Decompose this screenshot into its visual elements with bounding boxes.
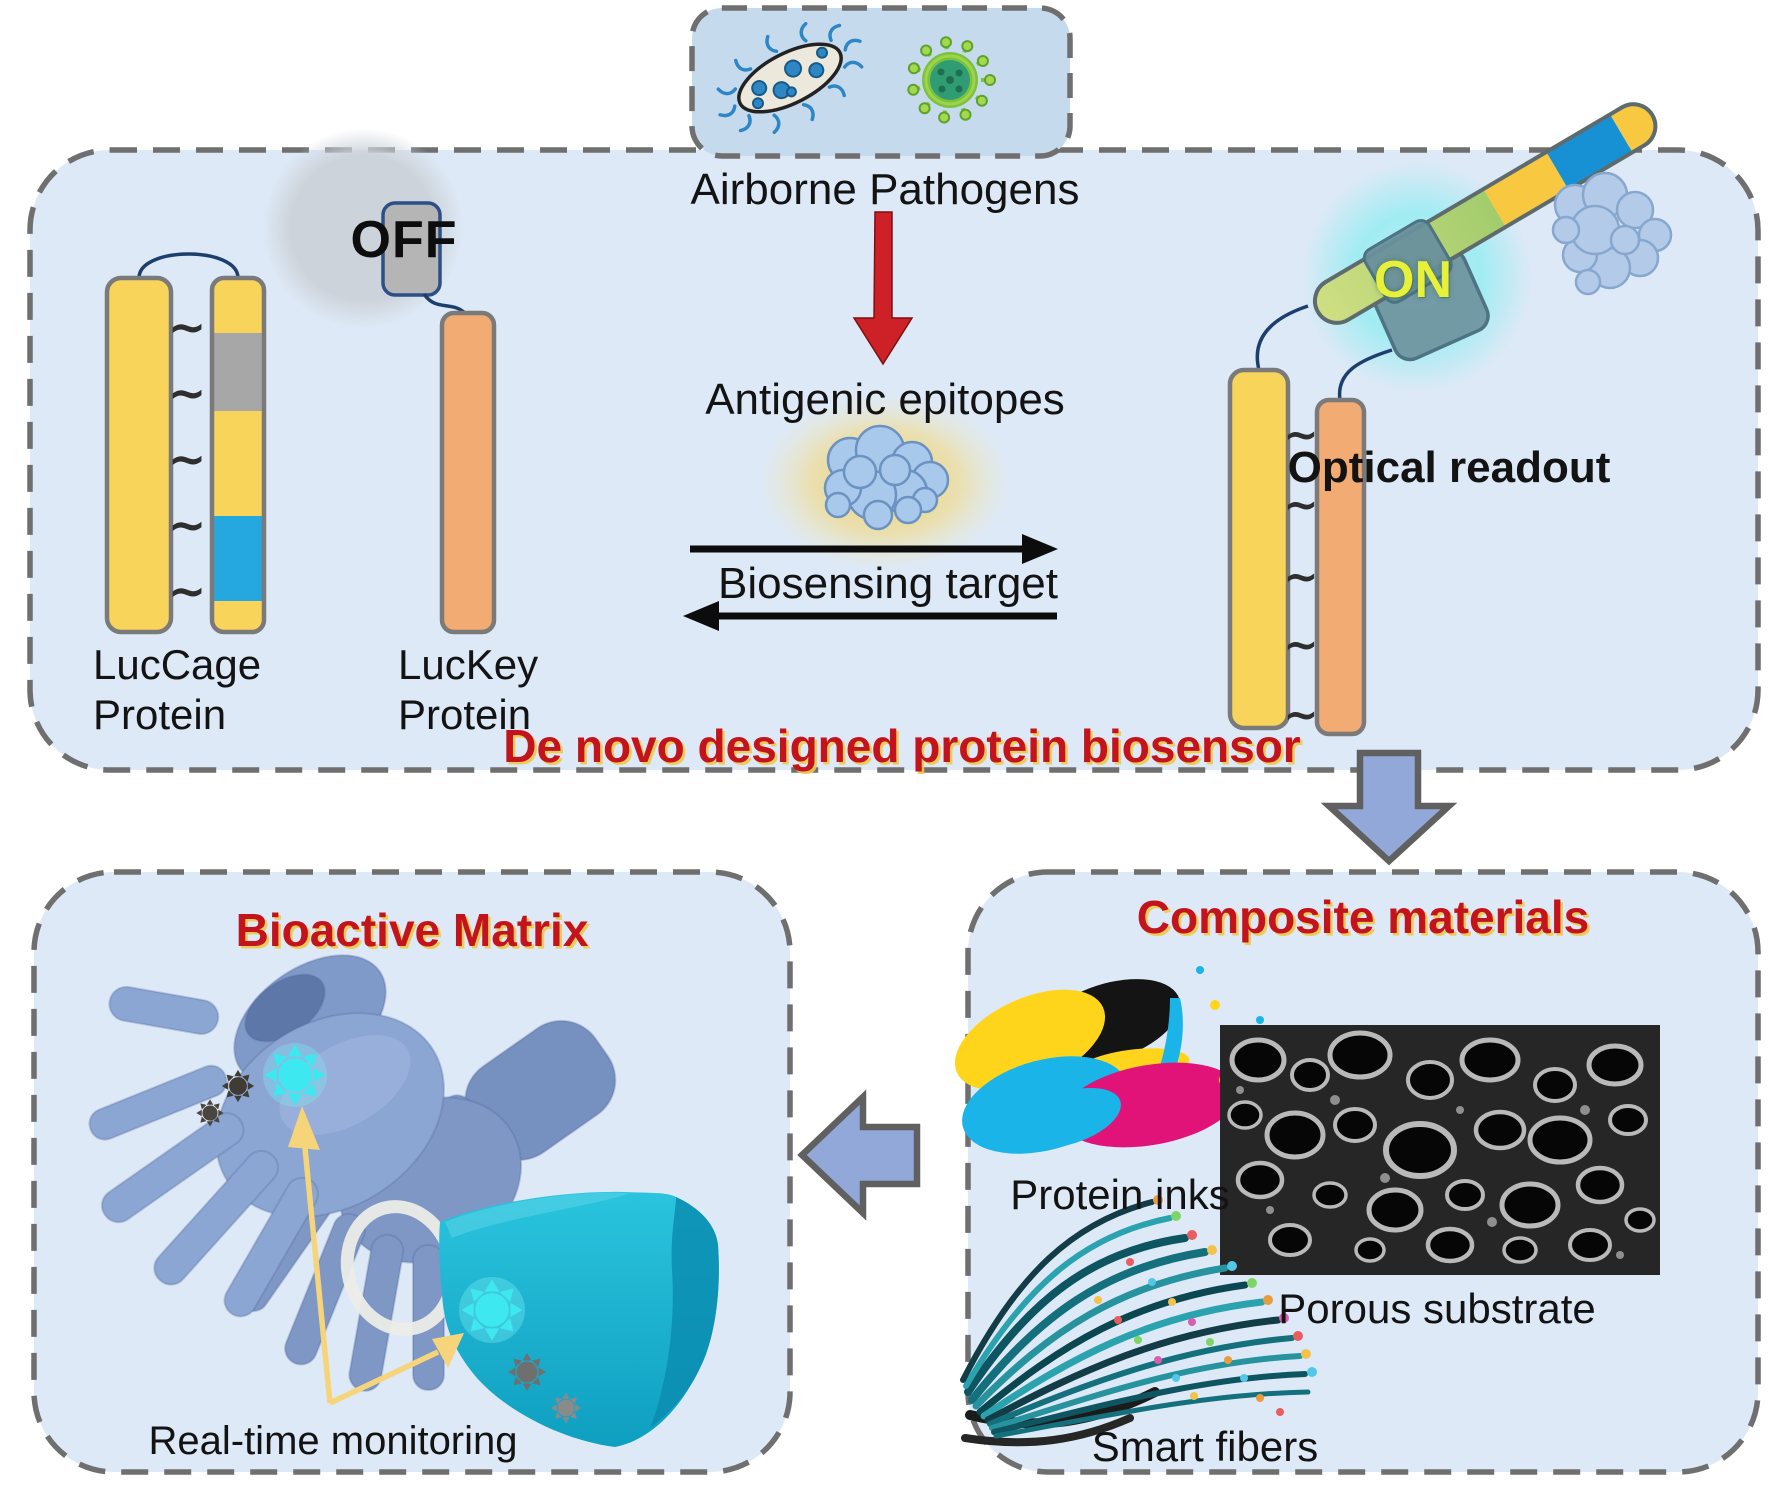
target-bound-arm bbox=[1306, 96, 1664, 362]
porous-substrate-label: Porous substrate bbox=[1278, 1285, 1596, 1332]
assembled-cage-key: ~ ~ ~ ~ ~ bbox=[1227, 367, 1367, 739]
pathogen-box-frame bbox=[689, 5, 1073, 159]
svg-text:~: ~ bbox=[1283, 552, 1318, 601]
luccage-label-line1: LucCage bbox=[93, 641, 262, 688]
luckey-label-line1: LucKey bbox=[398, 641, 539, 688]
luckey-protein bbox=[439, 310, 497, 635]
gloves-photo bbox=[88, 954, 617, 1392]
bacteria-icon bbox=[716, 21, 864, 135]
svg-text:~: ~ bbox=[168, 498, 207, 552]
mask-sensor-suns bbox=[459, 1277, 582, 1424]
smart-fibers-photo bbox=[960, 1195, 1317, 1447]
monitoring-pointer-arrows bbox=[288, 1106, 464, 1406]
down-block-arrow bbox=[1320, 749, 1458, 866]
linker-tildes-left: ~ ~ ~ ~ ~ bbox=[168, 300, 207, 618]
svg-text:~: ~ bbox=[168, 300, 207, 354]
smart-fibers-label: Smart fibers bbox=[1091, 1423, 1319, 1470]
real-time-monitoring-label: Real-time monitoring bbox=[148, 1419, 518, 1463]
protein-inks-splash bbox=[954, 966, 1305, 1154]
antigenic-epitope-blob bbox=[760, 394, 1010, 570]
optical-readout-label: Optical readout bbox=[1287, 443, 1611, 492]
svg-text:~: ~ bbox=[1283, 620, 1318, 669]
svg-text:~: ~ bbox=[168, 432, 207, 486]
svg-text:~: ~ bbox=[168, 366, 207, 420]
assembled-linkers bbox=[1255, 304, 1393, 401]
protein-inks-label: Protein inks bbox=[1010, 1171, 1230, 1218]
airborne-pathogens-label: Airborne Pathogens bbox=[690, 165, 1080, 214]
virus-icon bbox=[907, 36, 996, 124]
luccage-protein: ~ ~ ~ ~ ~ bbox=[104, 252, 267, 635]
off-state-label: OFF bbox=[350, 211, 458, 269]
biosensor-panel-caption: De novo designed protein biosensor bbox=[503, 720, 1301, 772]
on-state-label: ON bbox=[1374, 251, 1452, 309]
glove-sensor-suns bbox=[196, 1043, 327, 1127]
svg-text:~: ~ bbox=[168, 564, 207, 618]
composite-materials-title: Composite materials bbox=[1136, 891, 1590, 943]
bound-epitope-blob bbox=[1551, 171, 1673, 296]
left-block-arrow bbox=[797, 1089, 921, 1221]
bioactive-matrix-title: Bioactive Matrix bbox=[235, 904, 589, 956]
svg-text:~: ~ bbox=[1283, 410, 1318, 459]
svg-text:~: ~ bbox=[1283, 480, 1318, 529]
pathogen-down-arrow bbox=[852, 211, 914, 366]
mask-photo bbox=[340, 1191, 719, 1447]
off-luciferase-domain bbox=[381, 201, 468, 316]
equilibrium-arrows bbox=[683, 534, 1058, 631]
svg-text:~: ~ bbox=[1283, 690, 1318, 739]
fiber-tip-dots bbox=[1094, 1195, 1317, 1416]
antigenic-epitopes-label: Antigenic epitopes bbox=[705, 375, 1065, 424]
luckey-label-line2: Protein bbox=[398, 691, 532, 738]
luccage-label-line2: Protein bbox=[93, 691, 227, 738]
biosensing-target-label: Biosensing target bbox=[718, 559, 1058, 608]
linker-tildes-right: ~ ~ ~ ~ ~ bbox=[1283, 410, 1318, 739]
porous-substrate-micrograph bbox=[1220, 1025, 1660, 1275]
